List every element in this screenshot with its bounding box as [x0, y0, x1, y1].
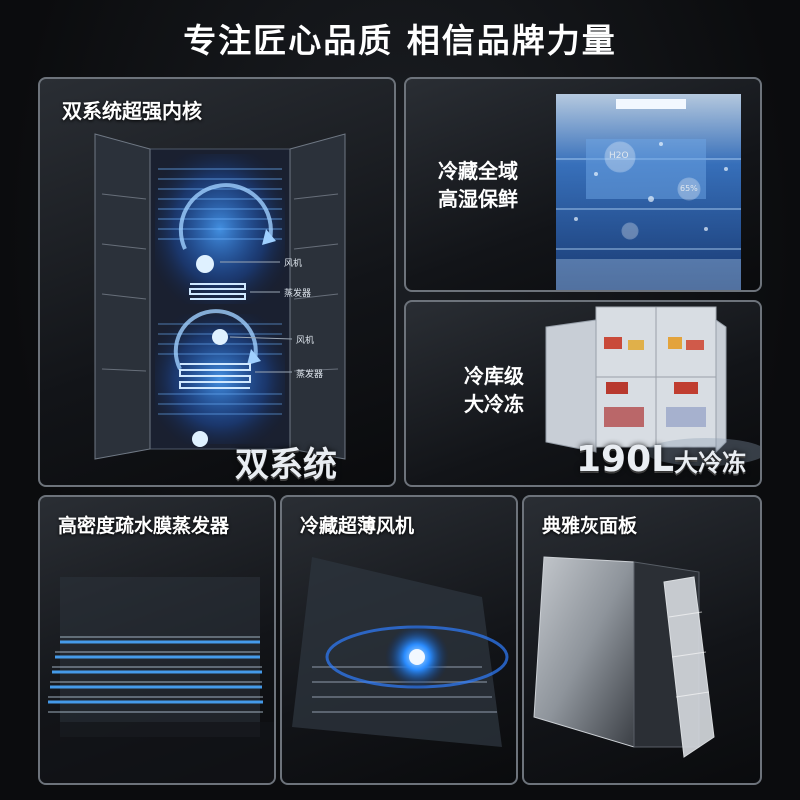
freezer-illustration	[545, 306, 760, 466]
evaporator-label-upper: 蒸发器	[284, 289, 312, 299]
h2o-bubble: H2O	[609, 151, 629, 161]
freezer-line-1: 冷库级	[464, 364, 524, 388]
evaporator-title: 高密度疏水膜蒸发器	[58, 515, 230, 537]
dual-system-illustration	[94, 133, 346, 460]
panel-evaporator: 高密度疏水膜蒸发器	[38, 495, 276, 785]
panel-finish: 典雅灰面板	[522, 495, 762, 785]
humidity-line-2: 高湿保鲜	[438, 187, 518, 211]
freezer-feature-text: 冷库级 大冷冻	[446, 362, 542, 418]
dual-system-caption: 双系统	[235, 445, 337, 485]
panel-freezer: 冷库级 大冷冻 190L大冷冻	[404, 300, 762, 487]
humidity-line-1: 冷藏全域	[438, 159, 518, 183]
panel-fan: 冷藏超薄风机	[280, 495, 518, 785]
headline: 专注匠心品质 相信品牌力量	[183, 21, 617, 60]
evaporator-illustration	[40, 577, 274, 783]
fan-title: 冷藏超薄风机	[300, 515, 415, 537]
fan-label-lower: 风机	[296, 336, 315, 346]
fan-illustration	[292, 557, 509, 747]
gray-panel-title: 典雅灰面板	[542, 515, 638, 537]
evaporator-label-lower: 蒸发器	[296, 370, 324, 380]
dual-system-title: 双系统超强内核	[62, 99, 202, 123]
humidity-feature-text: 冷藏全域 高湿保鲜	[430, 157, 526, 213]
humidity-percent-bubble: 65%	[680, 184, 698, 193]
freezer-line-2: 大冷冻	[464, 392, 524, 416]
freezer-caption: 190L大冷冻	[576, 439, 746, 480]
fan-label-upper: 风机	[284, 259, 303, 269]
panel-dual-system: 双系统超强内核 风机 蒸发器 风机 蒸发器 双系统	[38, 77, 396, 487]
freezer-capacity-number: 190L	[576, 439, 675, 480]
humidity-illustration	[556, 94, 741, 290]
panel-humidity: H2O 65% 冷藏全域 高湿保鲜	[404, 77, 762, 292]
freezer-capacity-text: 大冷冻	[674, 449, 747, 477]
gray-panel-illustration	[533, 556, 715, 758]
